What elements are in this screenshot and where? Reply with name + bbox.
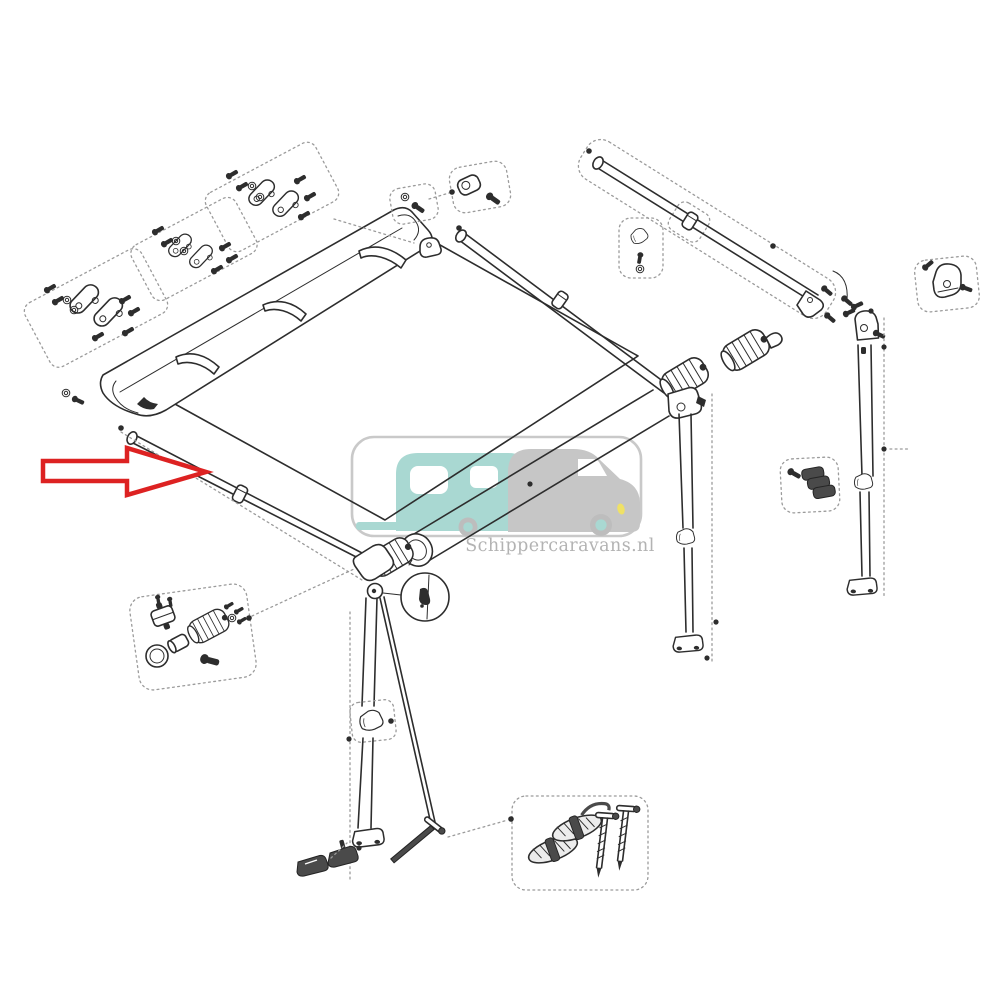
rafter-pole-top [577,138,855,325]
cassette-strap-2 [262,300,307,322]
leg-front-left [346,597,397,881]
corner-joint-kit [913,255,981,313]
caravan-wheel-icon [458,517,478,537]
cassette-end-hook [419,237,442,258]
awning-cassette [61,206,442,417]
front-corner-joint [352,543,395,600]
watermark-text-group: Schippercaravans.nl [465,536,654,556]
cassette-strap-3 [358,246,407,269]
foot-clamp-pair [296,839,359,877]
watermark-border [350,435,643,538]
cassette-strap-1 [175,353,220,375]
winch-assembly-kit [129,583,257,691]
pegs-and-cords-kit [508,795,649,891]
leg-right [841,299,909,599]
cassette-washer [61,388,71,398]
van-wheel-icon [590,514,612,536]
leader-kit-to-cassette [333,218,415,244]
cassette-screw [70,394,86,407]
caravan-icon [356,453,533,531]
pole-clamp-kit [618,217,664,279]
wall-bracket-kit-3 [23,248,169,368]
pivot-detail-magnifier [382,572,450,622]
gear-knob-spare [716,324,783,376]
van-icon [508,449,640,532]
fastener-kit-large [448,160,512,214]
tension-stake [379,596,509,864]
fabric-marker-dot [527,481,533,487]
pointer-arrow [40,444,214,498]
watermark-text: Schippercaravans.nl [465,536,654,556]
watermark-logo: Schippercaravans.nl [350,435,654,556]
wall-bracket-kit-2 [130,196,258,302]
van-headlight [617,503,625,515]
rafter-pole-middle [454,229,669,394]
rail-stop-kit [779,456,841,514]
leader-fastener-kits [428,192,450,200]
wall-bracket-kit-1 [204,141,340,253]
marker-dot [118,425,124,431]
awning-fabric [155,227,638,520]
leg-rear-right [667,386,719,663]
marker-dot [456,225,462,231]
leader-winch-to-corner [251,568,355,617]
marker-dot [449,189,455,195]
diagram-linework [23,138,981,891]
